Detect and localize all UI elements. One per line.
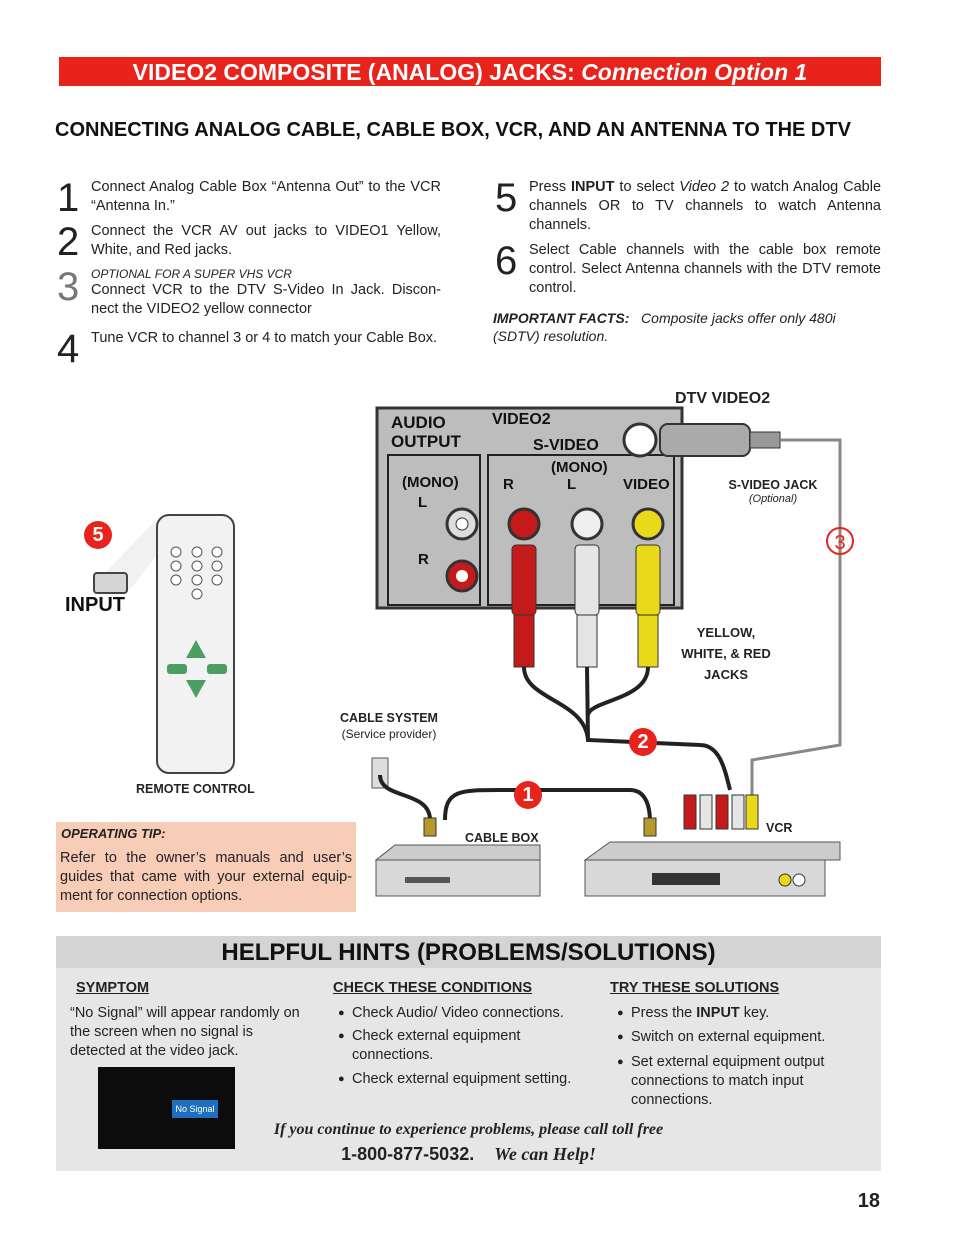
step-number: 3 bbox=[57, 265, 80, 309]
video2-label: Video 2 bbox=[679, 179, 730, 195]
svideo-jack bbox=[622, 422, 658, 458]
step-6: 6 Select Cable channels with the cable b… bbox=[495, 241, 881, 301]
phone-number: 1-800-877-5032. bbox=[341, 1144, 475, 1164]
panel-audio-output: AUDIO OUTPUT bbox=[391, 413, 461, 451]
step-text: Connect VCR to the DTV S-Video In Jack. … bbox=[91, 282, 441, 317]
input-key-label: INPUT bbox=[696, 1005, 740, 1021]
helpful-hints-title: HELPFUL HINTS (PROBLEMS/SOLUTIONS) bbox=[56, 936, 881, 968]
dtv-video2-label: DTV VIDEO2 bbox=[675, 390, 771, 407]
remote-control-label: REMOTE CONTROL bbox=[136, 782, 255, 796]
step-1: 1 Connect Analog Cable Box “Antenna Out”… bbox=[57, 178, 441, 218]
service-provider-label: (Service provider) bbox=[341, 727, 437, 741]
step-number: 5 bbox=[495, 176, 518, 220]
step-number: 6 bbox=[495, 239, 518, 283]
check-item: Check Audio/ Video connections. bbox=[338, 1004, 588, 1023]
panel-r2: R bbox=[503, 476, 514, 493]
panel-l: L bbox=[418, 494, 428, 511]
solution-item: Set external equipment output connection… bbox=[617, 1053, 857, 1110]
panel-mono-left: (MONO) bbox=[402, 474, 459, 491]
helpful-hints-box: HELPFUL HINTS (PROBLEMS/SOLUTIONS) SYMPT… bbox=[56, 936, 881, 1171]
step-text: to select bbox=[614, 179, 680, 195]
panel-svideo: S-VIDEO bbox=[533, 437, 599, 454]
solution-text: Press the bbox=[631, 1005, 697, 1021]
step-number: 1 bbox=[57, 176, 80, 220]
solution-item: Press the INPUT key. bbox=[617, 1004, 857, 1023]
panel-mono-right: (MONO) bbox=[551, 459, 608, 476]
check-conditions-heading: CHECK THESE CONDITIONS bbox=[333, 980, 532, 996]
input-key-label: INPUT bbox=[571, 179, 615, 195]
svideo-optional-label: (Optional) bbox=[748, 493, 798, 505]
section-banner: VIDEO2 COMPOSITE (ANALOG) JACKS: Connect… bbox=[59, 57, 881, 86]
page-subheading: CONNECTING ANALOG CABLE, CABLE BOX, VCR,… bbox=[55, 119, 851, 141]
help-text: We can Help! bbox=[494, 1144, 596, 1164]
banner-title-italic: Connection Option 1 bbox=[581, 59, 808, 85]
solution-item: Switch on external equipment. bbox=[617, 1028, 857, 1047]
important-text: Composite jacks offer only 480i (SDTV) r… bbox=[493, 310, 836, 344]
operating-tip-label: OPERATING TIP: bbox=[61, 826, 166, 841]
step-3: 3 OPTIONAL FOR A SUPER VHS VCR Connect V… bbox=[57, 267, 441, 323]
panel-video2: VIDEO2 bbox=[492, 411, 551, 428]
cable-system-label: CABLE SYSTEM bbox=[340, 711, 438, 725]
panel-l2: L bbox=[567, 476, 577, 493]
wall-outlet bbox=[371, 757, 389, 789]
vcr-device bbox=[583, 841, 841, 861]
important-label: IMPORTANT FACTS: bbox=[493, 310, 630, 326]
connection-diagram bbox=[93, 406, 842, 897]
step-2-badge: 2 bbox=[629, 728, 657, 756]
operating-tip-text: Refer to the owner’s manuals and user’s … bbox=[60, 850, 352, 904]
important-facts: IMPORTANT FACTS: Composite jacks offer o… bbox=[493, 309, 883, 345]
step-1-badge: 1 bbox=[514, 781, 542, 809]
step-text: to watch Analog Cable channels OR to TV … bbox=[529, 179, 882, 233]
step-2: 2 Connect the VCR AV out jacks to VIDEO1… bbox=[57, 222, 441, 262]
vcr-label: VCR bbox=[766, 821, 793, 835]
cable-box-label: CABLE BOX bbox=[465, 831, 539, 845]
step-text: Connect Analog Cable Box “Antenna Out” t… bbox=[91, 179, 441, 214]
try-solutions-heading: TRY THESE SOLUTIONS bbox=[610, 980, 780, 996]
step-number: 2 bbox=[57, 220, 80, 264]
step-text: Select Cable channels with the cable box… bbox=[529, 242, 881, 296]
rca-plugs bbox=[511, 544, 661, 668]
page-number: 18 bbox=[857, 1190, 880, 1212]
step-5-badge: 5 bbox=[84, 521, 112, 549]
symptom-text: “No Signal” will appear randomly on the … bbox=[70, 1005, 300, 1059]
svideo-jack-label: S-VIDEO JACK bbox=[728, 478, 818, 492]
ywr-jacks-label: YELLOW, WHITE, & RED JACKS bbox=[681, 625, 771, 682]
banner-title: VIDEO2 COMPOSITE (ANALOG) JACKS: bbox=[132, 59, 582, 85]
no-signal-screen: No Signal bbox=[98, 1067, 235, 1149]
step-text: Tune VCR to channel 3 or 4 to match your… bbox=[91, 330, 438, 346]
symptom-heading: SYMPTOM bbox=[76, 980, 150, 996]
input-button bbox=[93, 572, 128, 594]
step-3-badge: 3 bbox=[826, 527, 854, 555]
panel-r: R bbox=[418, 551, 429, 568]
step-text: Press bbox=[529, 179, 571, 195]
solution-text: key. bbox=[739, 1005, 770, 1021]
call-text: If you continue to experience problems, … bbox=[273, 1121, 664, 1138]
no-signal-badge: No Signal bbox=[172, 1100, 218, 1118]
check-item: Check external equipment connections. bbox=[338, 1027, 588, 1065]
check-item: Check external equipment setting. bbox=[338, 1070, 588, 1089]
input-label: INPUT bbox=[65, 594, 125, 616]
step-number: 4 bbox=[57, 327, 80, 371]
panel-video: VIDEO bbox=[623, 476, 670, 493]
step-4: 4 Tune VCR to channel 3 or 4 to match yo… bbox=[57, 329, 441, 369]
step-note: OPTIONAL FOR A SUPER VHS VCR bbox=[91, 267, 292, 281]
operating-tip-box: OPERATING TIP: Refer to the owner’s manu… bbox=[56, 822, 356, 912]
svideo-plug bbox=[659, 423, 751, 457]
step-5: 5 Press INPUT to select Video 2 to watch… bbox=[495, 178, 881, 238]
step-text: Connect the VCR AV out jacks to VIDEO1 Y… bbox=[91, 223, 441, 258]
